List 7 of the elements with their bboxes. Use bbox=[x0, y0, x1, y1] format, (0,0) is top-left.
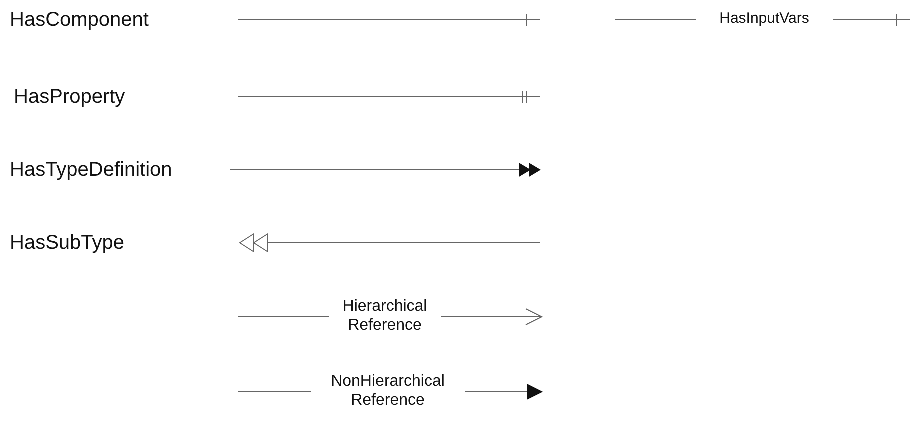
legend-label: HasSubType bbox=[10, 231, 125, 255]
legend-label: Hierarchical Reference bbox=[342, 297, 428, 336]
legend-label: NonHierarchical Reference bbox=[330, 372, 446, 410]
legend-label: HasInputVars bbox=[718, 10, 810, 28]
legend-label: HasProperty bbox=[14, 85, 126, 109]
legend-label: HasComponent bbox=[10, 8, 149, 32]
legend-label: HasTypeDefinition bbox=[10, 158, 172, 182]
